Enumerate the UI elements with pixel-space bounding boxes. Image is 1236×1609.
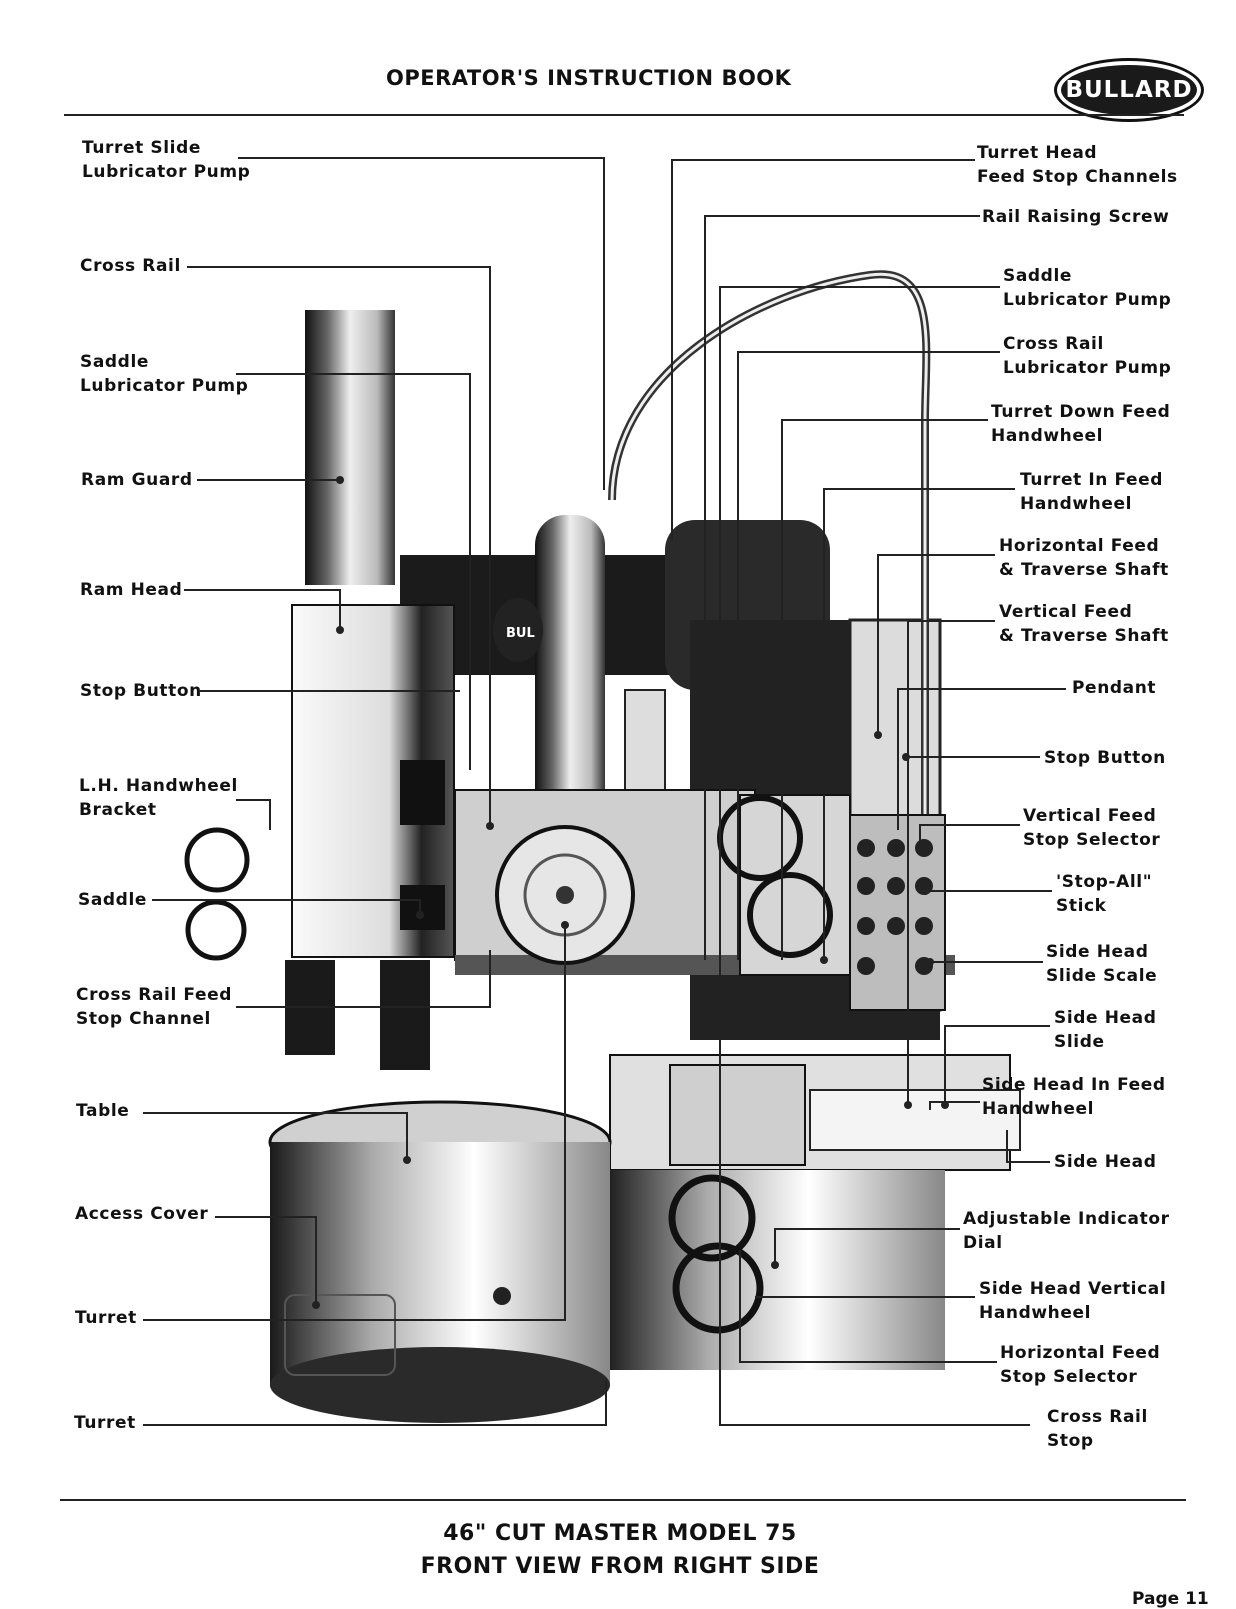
footer-divider — [60, 1499, 1186, 1501]
page-title: OPERATOR'S INSTRUCTION BOOK — [386, 66, 792, 90]
label-side-head-in-feed-handwheel: Side Head In Feed Handwheel — [982, 1075, 1166, 1119]
caption-view: FRONT VIEW FROM RIGHT SIDE — [420, 1554, 820, 1579]
label-turret-down-feed-handwheel: Turret Down Feed Handwheel — [991, 402, 1171, 446]
label-horizontal-feed-traverse-shaft: Horizontal Feed & Traverse Shaft — [999, 536, 1169, 580]
label-saddle-lubricator-pump-left: Saddle Lubricator Pump — [80, 352, 249, 396]
label-side-head-vertical-handwheel: Side Head Vertical Handwheel — [979, 1279, 1167, 1323]
label-side-head-slide-scale: Side Head Slide Scale — [1046, 942, 1158, 986]
label-side-head: Side Head — [1054, 1152, 1157, 1172]
label-saddle: Saddle — [78, 890, 148, 910]
label-turret-head-feed-stop-channels: Turret Head Feed Stop Channels — [977, 143, 1178, 187]
label-horizontal-feed-stop-selector: Horizontal Feed Stop Selector — [1000, 1343, 1161, 1387]
label-saddle-lubricator-pump-right: Saddle Lubricator Pump — [1003, 266, 1172, 310]
bullard-logo-text: BULLARD — [1061, 65, 1197, 115]
label-lh-handwheel-bracket: L.H. Handwheel Bracket — [79, 776, 238, 820]
label-turret-in-feed-handwheel: Turret In Feed Handwheel — [1020, 470, 1164, 514]
label-vertical-feed-traverse-shaft: Vertical Feed & Traverse Shaft — [999, 602, 1169, 646]
label-cross-rail: Cross Rail — [80, 256, 181, 276]
label-side-head-slide: Side Head Slide — [1054, 1008, 1157, 1052]
label-turret-slide-lubricator-pump: Turret Slide Lubricator Pump — [82, 138, 251, 182]
bullard-logo: BULLARD — [1054, 58, 1204, 122]
label-turret-1: Turret — [75, 1308, 137, 1328]
label-ram-guard: Ram Guard — [81, 470, 193, 490]
page-number: Page 11 — [1132, 1589, 1209, 1609]
label-vertical-feed-stop-selector: Vertical Feed Stop Selector — [1023, 806, 1161, 850]
label-cross-rail-stop: Cross Rail Stop — [1047, 1407, 1148, 1451]
label-turret-2: Turret — [74, 1413, 136, 1433]
label-pendant: Pendant — [1072, 678, 1157, 698]
label-access-cover: Access Cover — [75, 1204, 209, 1224]
machine-logo: BUL — [506, 626, 535, 641]
label-stop-button-right: Stop Button — [1044, 748, 1166, 768]
header-divider — [64, 114, 1184, 116]
label-cross-rail-feed-stop-channel: Cross Rail Feed Stop Channel — [76, 985, 232, 1029]
label-adjustable-indicator-dial: Adjustable Indicator Dial — [963, 1209, 1170, 1253]
label-table: Table — [76, 1101, 130, 1121]
label-stop-button-left: Stop Button — [80, 681, 202, 701]
label-cross-rail-lubricator-pump: Cross Rail Lubricator Pump — [1003, 334, 1172, 378]
left-leader-lines — [143, 157, 607, 1426]
label-rail-raising-screw: Rail Raising Screw — [982, 207, 1170, 227]
label-ram-head: Ram Head — [80, 580, 183, 600]
label-stop-all-stick: 'Stop-All" Stick — [1056, 872, 1153, 916]
caption-model: 46" CUT MASTER MODEL 75 — [443, 1521, 797, 1546]
right-leader-lines — [671, 159, 1066, 1426]
